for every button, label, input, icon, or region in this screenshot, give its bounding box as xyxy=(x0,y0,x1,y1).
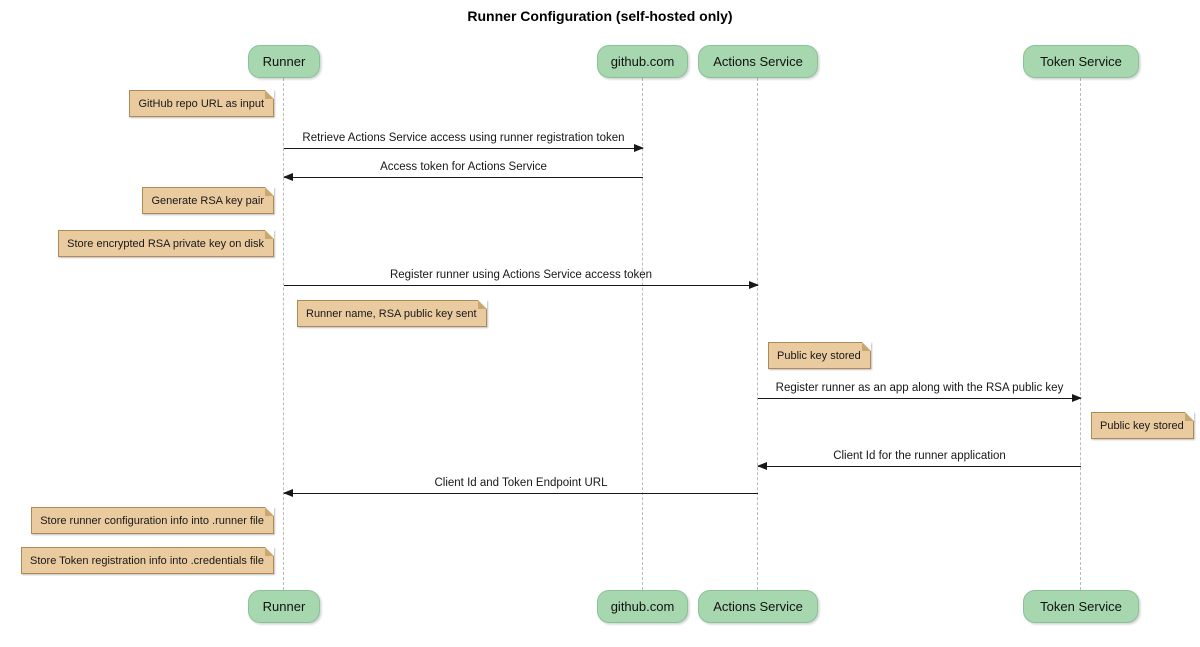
message-client-id-endpoint: Client Id and Token Endpoint URL xyxy=(283,476,758,497)
arrowhead-right-icon xyxy=(1072,394,1082,402)
note-public-key-stored-actions: Public key stored xyxy=(768,342,871,369)
message-line xyxy=(758,394,1082,402)
lifeline-actions-service xyxy=(757,78,758,590)
lifeline-runner xyxy=(283,78,284,590)
lifeline-github xyxy=(642,78,643,590)
message-access-token: Access token for Actions Service xyxy=(283,160,643,181)
message-line xyxy=(284,144,644,152)
note-store-private-key: Store encrypted RSA private key on disk xyxy=(58,230,274,257)
actor-github-top: github.com xyxy=(597,45,688,78)
message-label: Retrieve Actions Service access using ru… xyxy=(302,132,625,144)
arrowhead-left-icon xyxy=(757,462,767,470)
note-github-repo-url: GitHub repo URL as input xyxy=(129,90,274,117)
message-label: Client Id for the runner application xyxy=(833,450,1006,462)
lifeline-token-service xyxy=(1080,78,1081,590)
message-line xyxy=(757,462,1081,470)
note-public-key-stored-token: Public key stored xyxy=(1091,412,1194,439)
message-line xyxy=(283,173,643,181)
actor-actions-service-top: Actions Service xyxy=(698,45,818,78)
message-label: Client Id and Token Endpoint URL xyxy=(434,477,608,489)
arrowhead-right-icon xyxy=(634,144,644,152)
message-label: Access token for Actions Service xyxy=(380,161,547,173)
diagram-title: Runner Configuration (self-hosted only) xyxy=(467,8,733,24)
message-label: Register runner as an app along with the… xyxy=(775,382,1064,394)
message-line xyxy=(284,281,759,289)
arrowhead-left-icon xyxy=(283,489,293,497)
actor-token-service-bottom: Token Service xyxy=(1023,590,1139,623)
note-store-credentials-file: Store Token registration info into .cred… xyxy=(21,547,274,574)
message-label: Register runner using Actions Service ac… xyxy=(389,269,653,281)
message-line xyxy=(283,489,758,497)
actor-runner-bottom: Runner xyxy=(248,590,320,623)
arrowhead-left-icon xyxy=(283,173,293,181)
note-runner-name-sent: Runner name, RSA public key sent xyxy=(297,300,487,327)
actor-token-service-top: Token Service xyxy=(1023,45,1139,78)
actor-runner-top: Runner xyxy=(248,45,320,78)
message-client-id: Client Id for the runner application xyxy=(757,449,1081,470)
note-generate-rsa-key: Generate RSA key pair xyxy=(142,187,274,214)
message-register-runner-app: Register runner as an app along with the… xyxy=(758,381,1082,402)
actor-github-bottom: github.com xyxy=(597,590,688,623)
arrowhead-right-icon xyxy=(749,281,759,289)
message-retrieve-actions-access: Retrieve Actions Service access using ru… xyxy=(284,131,644,152)
note-store-runner-file: Store runner configuration info into .ru… xyxy=(31,507,274,534)
message-register-runner: Register runner using Actions Service ac… xyxy=(284,268,759,289)
actor-actions-service-bottom: Actions Service xyxy=(698,590,818,623)
